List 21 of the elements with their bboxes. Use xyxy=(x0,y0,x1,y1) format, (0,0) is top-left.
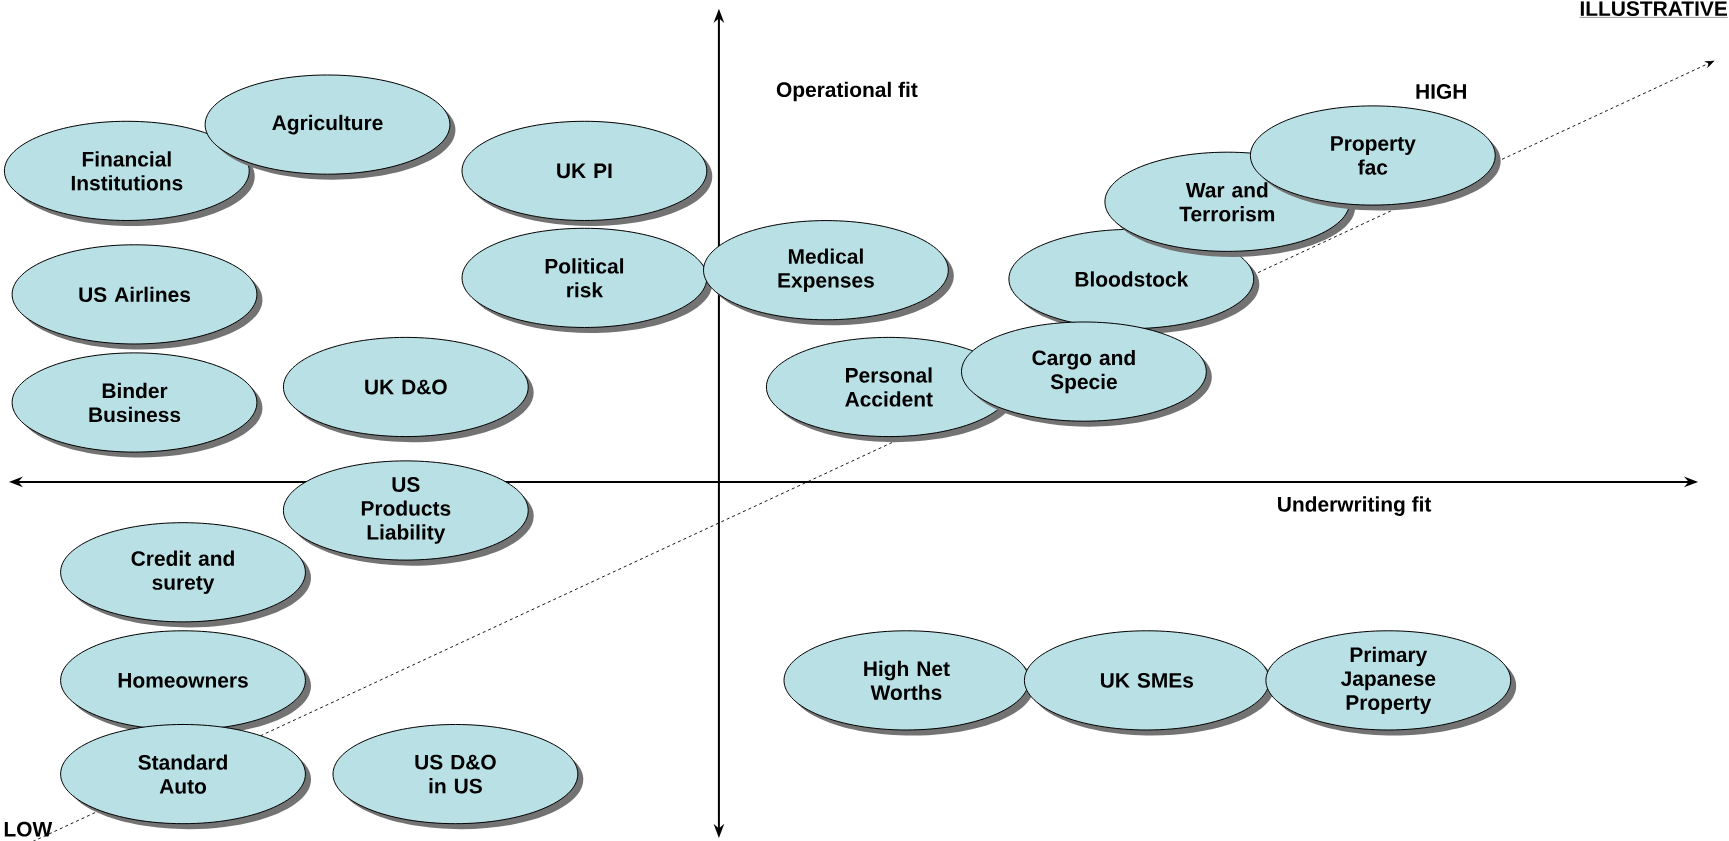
ellipse-bubble: Primary Japanese Property xyxy=(1265,630,1517,736)
ellipse-bubble: High Net Worths xyxy=(783,630,1035,736)
axis-label: Operational fit xyxy=(776,81,918,102)
ellipse-bubble: Binder Business xyxy=(11,352,263,458)
ellipse-bubble: UK D&O xyxy=(282,336,534,443)
axis-label: ILLUSTRATIVE xyxy=(1579,1,1728,18)
ellipse-bubble: Financial Institutions xyxy=(3,120,255,226)
ellipse-bubble: Medical Expenses xyxy=(703,220,954,326)
ellipse-bubble: Cargo and Specie xyxy=(961,321,1212,427)
ellipse-bubble: UK PI xyxy=(461,120,713,226)
ellipse-bubble: UK SMEs xyxy=(1023,630,1275,736)
ellipse-bubble: US Products Liability xyxy=(282,460,534,566)
axis-label: LOW xyxy=(4,821,53,837)
ellipse-bubble: US Airlines xyxy=(11,244,263,350)
ellipse-bubble: US D&O in US xyxy=(332,724,584,830)
ellipse-bubble: Agriculture xyxy=(204,74,456,180)
ellipse-bubble: Standard Auto xyxy=(60,724,311,830)
axis-label: Underwriting fit xyxy=(1278,496,1432,516)
ellipse-bubble: Political risk xyxy=(461,227,713,333)
ellipse-bubble: Homeowners xyxy=(60,630,311,736)
ellipse-bubble: Credit and surety xyxy=(60,522,311,628)
